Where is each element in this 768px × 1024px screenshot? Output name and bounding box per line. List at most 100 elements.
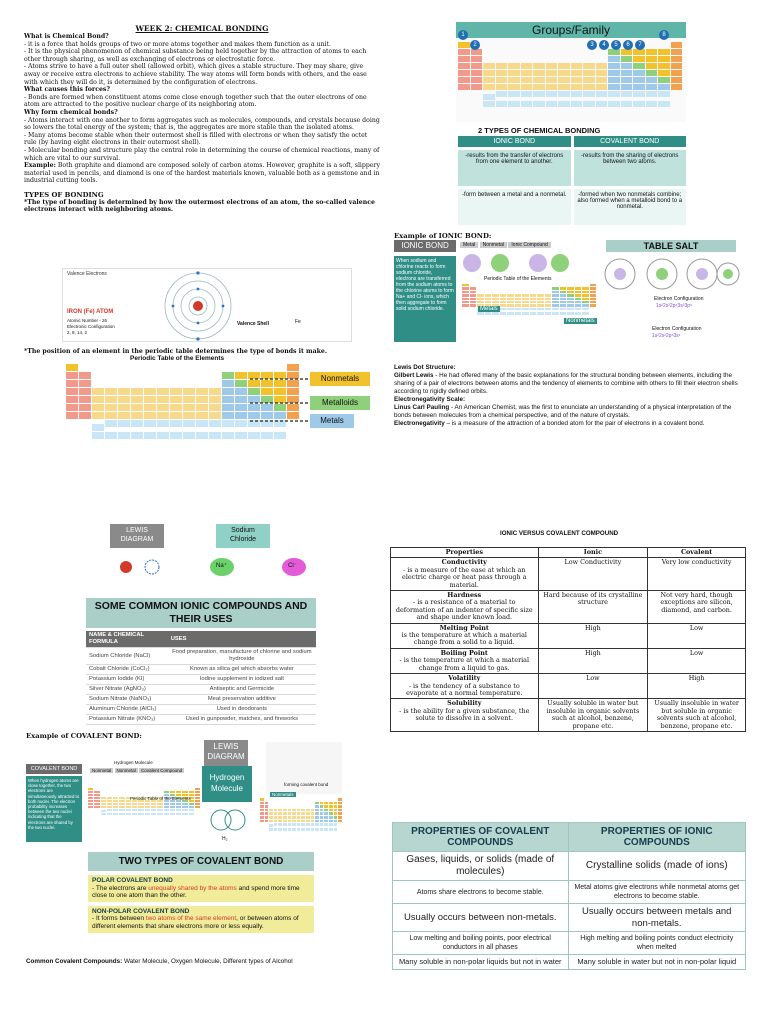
intro-paragraph-heading: What causes this forces? [24,86,111,94]
lewis-text: - He had offered many of the basic expla… [394,372,738,395]
intro-paragraph: Example: Both graphite and diamond are c… [24,162,380,185]
hydrogen-molecule-head: Hydrogen Molecule [114,760,153,765]
ionic-property: Crystalline solids (made of ions) [567,851,746,881]
compound-name: Sodium Nitrate (NaNO₃) [86,694,168,705]
h2-label: H₂ [222,836,228,842]
compound-use: Meat preservation additive [167,694,316,705]
property-desc: - is the ability for a given substance, … [399,706,530,723]
property-cell: Hardness- is a resistance of a material … [390,590,539,624]
pt-small-title: Periodic Table of the Elements [484,276,552,282]
covalent-property: Many soluble in non-polar liquids but no… [392,954,569,970]
types-text: *The type of bonding is determined by ho… [24,198,375,214]
table-row: Gases, liquids, or solids (made of molec… [392,851,746,881]
h2-steps-panel [266,742,342,794]
covalent-head: COVALENT BOND [573,136,686,147]
lewis-nacl-graphic: LEWIS DIAGRAM Sodium Chloride Na⁺ Cl⁻ [86,524,326,584]
uses-row: Potassium Iodide (KI)Iodine supplement i… [86,674,316,685]
compound-name: Potassium Nitrate (KNO₃) [86,714,168,725]
cov-pt-small-title: Periodic Table of the Elements [130,796,191,801]
ionic-value: Hard because of its crystalline structur… [537,590,649,624]
iron-label: IRON (Fe) ATOM [67,309,114,315]
ionic-value: Low Conductivity [537,557,649,592]
polar-em: unequally shared by the atoms [148,884,237,892]
cov-nonmetals-tag: Nonmetals [270,792,296,797]
covalent-property: Low melting and boiling points, poor ele… [392,931,569,955]
atomic-number: Atomic Number - 26 [67,318,108,323]
group-number-badge: 5 [611,40,621,50]
property-name: Solubility [447,699,482,708]
property-desc: - is a resistance of a material to defor… [395,598,533,622]
uses-row: Aluminum Chloride (AlCl₃)Used in deodora… [86,704,316,715]
uses-row: Silver Nitrate (AgNO₃)Antiseptic and Ger… [86,684,316,695]
covalent-property: Gases, liquids, or solids (made of molec… [392,851,569,881]
covalent-value: Not very hard, though exceptions are sil… [647,590,746,624]
uses-col-uses: USES [167,631,316,648]
cov-right-ptable [260,798,342,831]
types-heading: TYPES OF BONDING [24,190,104,199]
compound-use: Used in gunpowder, matches, and firework… [167,714,316,725]
property-cell: Volatility- is the tendency of a substan… [390,673,539,700]
ionic-value: High [537,647,649,675]
table-row: Conductivity- is a measure of the ease a… [390,557,746,592]
nacl-ions-icon [120,558,306,576]
compound-use: Known as silica gel which absorbs water [167,664,316,675]
covalent-value: High [647,673,746,700]
uses-row: Cobalt Chloride (CoCl₂)Known as silica g… [86,664,316,675]
covalent-value: Low [647,647,746,675]
groups-title: Groups/Family [456,22,686,38]
ionic-example-graphic: IONIC BOND When sodium and chlorine reac… [394,240,744,348]
ptable-title: Periodic Table of the Elements [130,355,225,362]
electronegativity-text: – is a measure of the attraction of a bo… [444,420,705,427]
compound-use: Used in deodorants [167,704,316,715]
two-covalent-title: TWO TYPES OF COVALENT BOND [88,852,314,871]
intro-paragraph-heading: Why form chemical bonds? [24,108,118,116]
properties-compounds-table: PROPERTIES OF COVALENT COMPOUNDS PROPERT… [392,822,746,970]
h2-molecule-icon [210,809,246,831]
ionic-head: IONIC BOND [458,136,571,147]
arrow-icons [250,378,308,422]
ionic-uses-section: SOME COMMON IONIC COMPOUNDS AND THEIR US… [86,598,316,725]
property-desc: - is a measure of the ease at which an e… [402,565,527,589]
group-number-badge: 6 [623,40,633,50]
compound-name: Potassium Iodide (KI) [86,674,168,685]
property-desc: - is the tendency of a substance to evap… [406,681,523,697]
lewis-name: Gilbert Lewis [394,372,434,379]
polar-t1: - The electrons are [92,884,149,892]
compound-use: Iodine supplement in iodized salt [167,674,316,685]
pauling-name: Linus Carl Pauling [394,404,450,411]
polar-text: - The electrons are unequally shared by … [92,885,310,900]
valence-shell-label: Valence Shell [237,321,269,327]
lewis-paragraph: Gilbert Lewis - He had offered many of t… [394,372,744,396]
pauling-text: - An American Chemist, was the first to … [394,404,732,419]
lewis-diagram-tag-2: LEWIS DIAGRAM [204,740,248,766]
ionic-desc: When sodium and chlorine reacts to form … [394,256,456,342]
table-row: Atoms share electrons to become stable.M… [392,880,746,904]
property-name: Melting Point [439,623,489,632]
mini-head-covalent: Covalent Compound [139,768,185,773]
table-row: Volatility- is the tendency of a substan… [390,673,746,700]
ionic-property: High melting and boiling points conduct … [567,931,746,955]
property-cell: Solubility- is the ability for a given s… [390,698,539,732]
config-label: Electronic Configuration [67,324,115,329]
covalent-desc: When hydrogen atoms are close together, … [26,776,82,842]
property-cell: Conductivity- is a measure of the ease a… [390,557,539,592]
col-covalent: Covalent [647,546,746,559]
compound-use: Food preparation, manufacture of chlorin… [167,647,316,665]
fe-symbol: Fe [295,319,301,325]
intro-paragraph-text: - Bonds are formed when constituent atom… [24,93,367,109]
salt-atoms-icon [604,258,740,290]
en-heading: Electronegativity Scale: [394,396,466,403]
ionic-mini-heads: Metal Nonmetal Ionic Compound [460,242,551,248]
two-types-title: 2 TYPES OF CHEMICAL BONDING [478,126,601,135]
compound-name: Silver Nitrate (AgNO₃) [86,684,168,695]
ivc-title: IONIC VERSUS COVALENT COMPOUND [500,530,619,537]
pauling-paragraph: Linus Carl Pauling - An American Chemist… [394,404,744,420]
metalloids-label: Metalloids [310,396,370,410]
group-number-badge: 2 [470,40,480,50]
example-covalent-heading: Example of COVALENT BOND: [26,732,142,740]
ionic-mini-ptable [462,284,602,315]
metals-tag: Metals [478,306,500,312]
hydrogen-molecule-tag: Hydrogen Molecule [202,766,252,802]
intro-paragraph-text: Both graphite and diamond are composed s… [24,162,380,185]
common-ionic-title: SOME COMMON IONIC COMPOUNDS AND THEIR US… [86,598,316,628]
